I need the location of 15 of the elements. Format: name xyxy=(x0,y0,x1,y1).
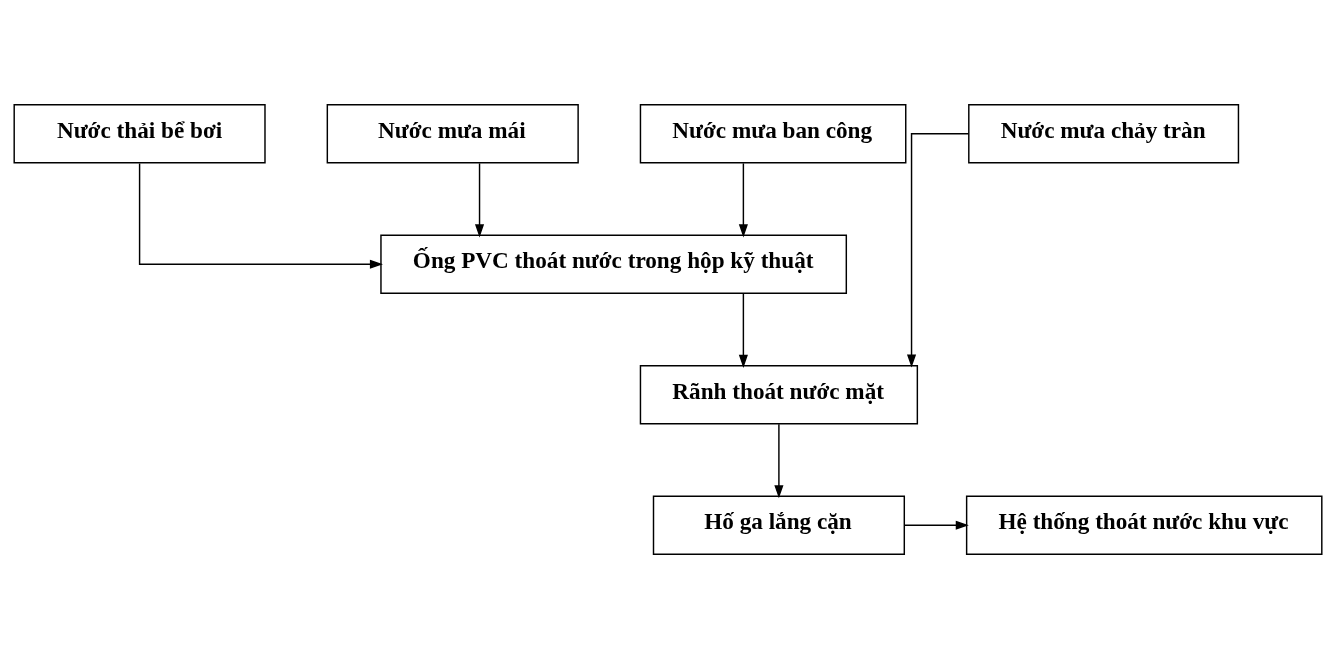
node-box: Hệ thống thoát nước khu vực xyxy=(965,495,1323,555)
arrow xyxy=(138,162,383,269)
arrow xyxy=(738,162,748,238)
arrow xyxy=(906,133,970,368)
arrow xyxy=(903,520,969,530)
node-box: Nước thải bể bơi xyxy=(13,104,266,164)
arrow xyxy=(474,162,485,238)
node-box: Rãnh thoát nước mặt xyxy=(639,365,919,425)
node-box: Nước mưa ban công xyxy=(639,104,907,164)
arrow xyxy=(738,293,748,368)
node-box: Ống PVC thoát nước trong hộp kỹ thuật xyxy=(380,234,848,294)
node-box: Hố ga lắng cặn xyxy=(652,495,906,555)
arrow xyxy=(774,423,784,499)
node-box: Nước mưa chảy tràn xyxy=(968,104,1240,164)
node-box: Nước mưa mái xyxy=(326,104,579,164)
